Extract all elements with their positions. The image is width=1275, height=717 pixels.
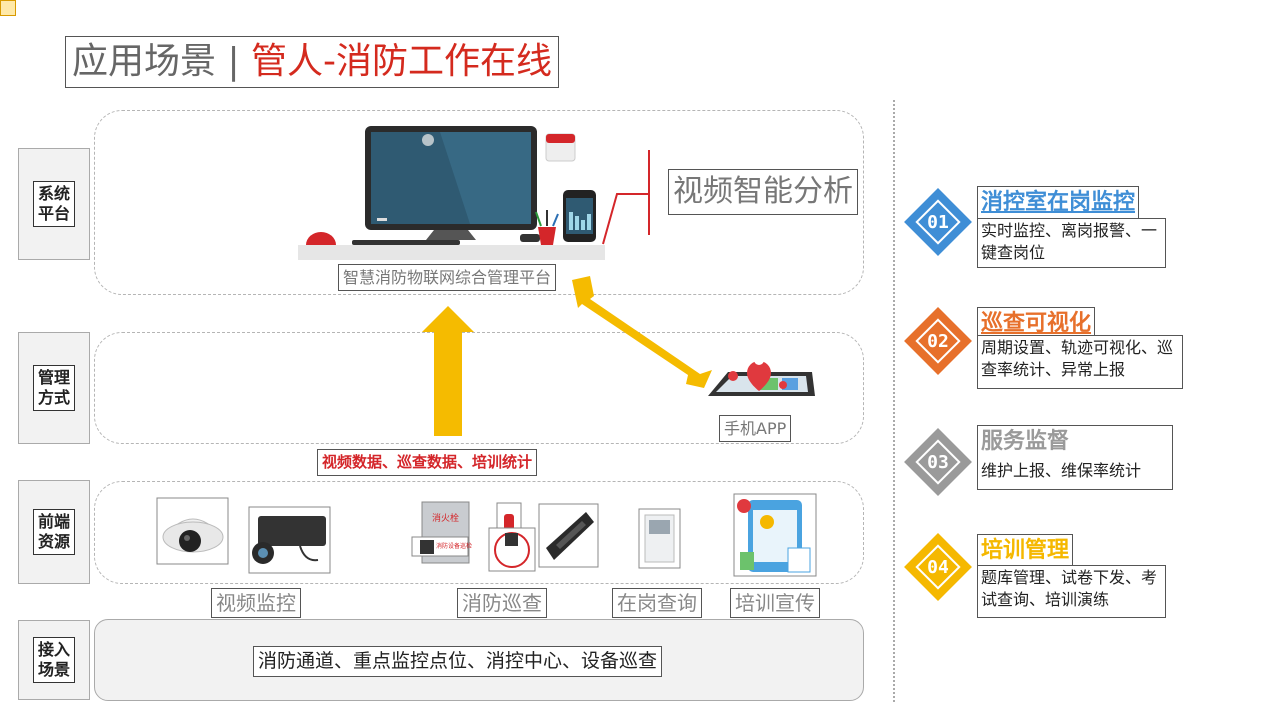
caption-fire-patrol-text: 消防巡查 bbox=[462, 591, 542, 615]
caption-fire-patrol: 消防巡查 bbox=[457, 588, 547, 618]
data-flow-label: 视频数据、巡查数据、培训统计 bbox=[317, 449, 538, 476]
caption-video-monitor: 视频监控 bbox=[211, 588, 301, 618]
feature-04-number: 04 bbox=[927, 556, 949, 578]
row-label-access: 接入场景 bbox=[18, 620, 90, 700]
title-prefix: 应用场景 | bbox=[72, 41, 252, 82]
mobile-app-label: 手机APP bbox=[719, 415, 792, 442]
mouse-icon bbox=[520, 234, 540, 242]
feature-02-number: 02 bbox=[927, 330, 949, 352]
row-label-frontend-text: 前端资源 bbox=[33, 509, 75, 555]
feature-04-desc: 题库管理、试卷下发、考试查询、培训演练 bbox=[977, 565, 1166, 618]
access-scene-label: 消防通道、重点监控点位、消控中心、设备巡查 bbox=[253, 646, 663, 677]
platform-label-text: 智慧消防物联网综合管理平台 bbox=[343, 268, 552, 287]
callout-line bbox=[602, 193, 640, 245]
architecture-illustration: 消火栓 消防设备巡检 bbox=[156, 126, 817, 577]
feature-04-title-text: 培训管理 bbox=[981, 538, 1070, 563]
alarm-dome-icon bbox=[306, 232, 336, 245]
zone-frontend bbox=[94, 481, 864, 584]
section-divider bbox=[893, 100, 895, 702]
pencil-cup-icon bbox=[538, 227, 556, 245]
zone-management bbox=[94, 332, 864, 444]
feature-01-title-text: 消控室在岗监控 bbox=[981, 190, 1136, 215]
caption-onduty-query: 在岗查询 bbox=[612, 588, 702, 618]
row-label-frontend: 前端资源 bbox=[18, 480, 90, 584]
feature-02-desc: 周期设置、轨迹可视化、巡查率统计、异常上报 bbox=[977, 335, 1183, 389]
title-highlight: 管人-消防工作在线 bbox=[251, 41, 553, 82]
feature-03-desc: 维护上报、维保率统计 bbox=[977, 459, 1173, 490]
access-scene-text: 消防通道、重点监控点位、消控中心、设备巡查 bbox=[258, 650, 658, 672]
feature-04-title: 培训管理 bbox=[977, 534, 1074, 566]
mobile-app-text: 手机APP bbox=[724, 419, 787, 438]
data-up-arrow bbox=[422, 306, 474, 436]
data-flow-text: 视频数据、巡查数据、培训统计 bbox=[322, 453, 533, 471]
tag-text: 消防设备巡检 bbox=[436, 542, 472, 550]
feature-01-desc: 实时监控、离岗报警、一键查岗位 bbox=[977, 218, 1166, 268]
row-label-management-text: 管理方式 bbox=[33, 365, 75, 411]
platform-label: 智慧消防物联网综合管理平台 bbox=[338, 264, 557, 291]
feature-02-desc-text: 周期设置、轨迹可视化、巡查率统计、异常上报 bbox=[981, 338, 1174, 379]
row-label-system: 系统平台 bbox=[18, 148, 90, 260]
feature-03-desc-text: 维护上报、维保率统计 bbox=[981, 461, 1142, 480]
caption-training: 培训宣传 bbox=[730, 588, 820, 618]
comment-icon[interactable] bbox=[0, 0, 16, 16]
video-analysis-text: 视频智能分析 bbox=[673, 174, 853, 209]
video-analysis-label: 视频智能分析 bbox=[668, 169, 858, 215]
feature-01-number: 01 bbox=[927, 211, 949, 233]
row-label-access-text: 接入场景 bbox=[33, 637, 75, 683]
feature-01-title: 消控室在岗监控 bbox=[977, 186, 1140, 220]
platform-app-arrow bbox=[572, 276, 712, 388]
row-label-management: 管理方式 bbox=[18, 332, 90, 444]
hydrant-sign-text: 消火栓 bbox=[432, 512, 459, 524]
caption-video-monitor-text: 视频监控 bbox=[216, 591, 296, 615]
keyboard-icon bbox=[352, 240, 460, 245]
feature-02-title: 巡查可视化 bbox=[977, 307, 1096, 339]
feature-01-desc-text: 实时监控、离岗报警、一键查岗位 bbox=[981, 221, 1158, 262]
feature-02-title-text: 巡查可视化 bbox=[981, 311, 1092, 336]
monitor-stand bbox=[426, 230, 476, 240]
caption-training-text: 培训宣传 bbox=[735, 591, 815, 615]
feature-03-title: 服务监督 bbox=[977, 425, 1173, 459]
map-pin-icon bbox=[747, 361, 771, 391]
feature-03-number: 03 bbox=[927, 451, 949, 473]
row-label-system-text: 系统平台 bbox=[33, 181, 75, 227]
desk-shape bbox=[298, 245, 605, 260]
feature-04-desc-text: 题库管理、试卷下发、考试查询、培训演练 bbox=[981, 568, 1158, 609]
page-title: 应用场景 | 管人-消防工作在线 bbox=[65, 36, 560, 88]
zone-system bbox=[94, 110, 864, 295]
feature-03-title-text: 服务监督 bbox=[981, 429, 1070, 454]
caption-onduty-query-text: 在岗查询 bbox=[617, 591, 697, 615]
